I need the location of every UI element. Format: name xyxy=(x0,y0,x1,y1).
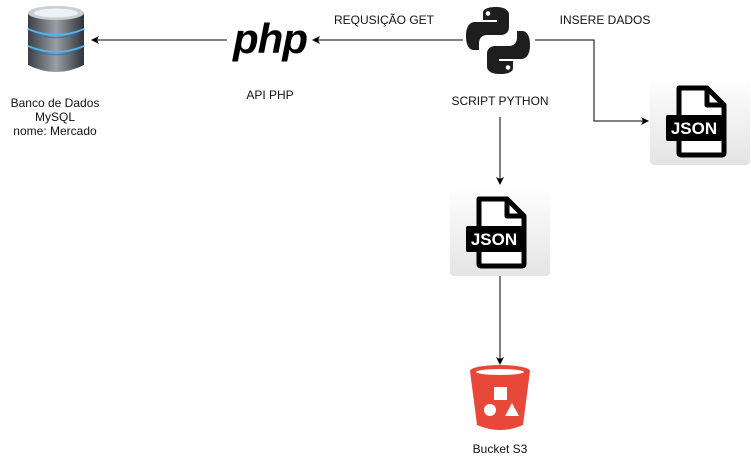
database-label-line: Banco de Dados xyxy=(10,96,100,110)
edge-label-get: REQUSIÇÃO GET xyxy=(333,13,435,27)
bucket-label: Bucket S3 xyxy=(472,442,528,456)
script-label: SCRIPT PYTHON xyxy=(451,94,549,108)
json-file-icon-bottom: JSON xyxy=(450,186,550,276)
database-label: Banco de Dados MySQL nome: Mercado xyxy=(11,96,100,138)
database-label-line: nome: Mercado xyxy=(13,124,97,138)
database-icon xyxy=(27,6,85,72)
database-label-line: MySQL xyxy=(34,110,76,124)
php-logo-text: php xyxy=(232,15,307,62)
php-logo: php xyxy=(232,15,308,62)
api-label: API PHP xyxy=(246,88,294,102)
json-badge: JSON xyxy=(471,230,517,249)
json-badge: JSON xyxy=(671,119,717,138)
json-file-icon-right: JSON xyxy=(650,75,750,165)
python-logo xyxy=(466,7,530,74)
edge-label-insert: INSERE DADOS xyxy=(559,13,651,27)
s3-bucket-icon xyxy=(470,365,530,430)
edge-script-to-json-right xyxy=(535,39,649,125)
